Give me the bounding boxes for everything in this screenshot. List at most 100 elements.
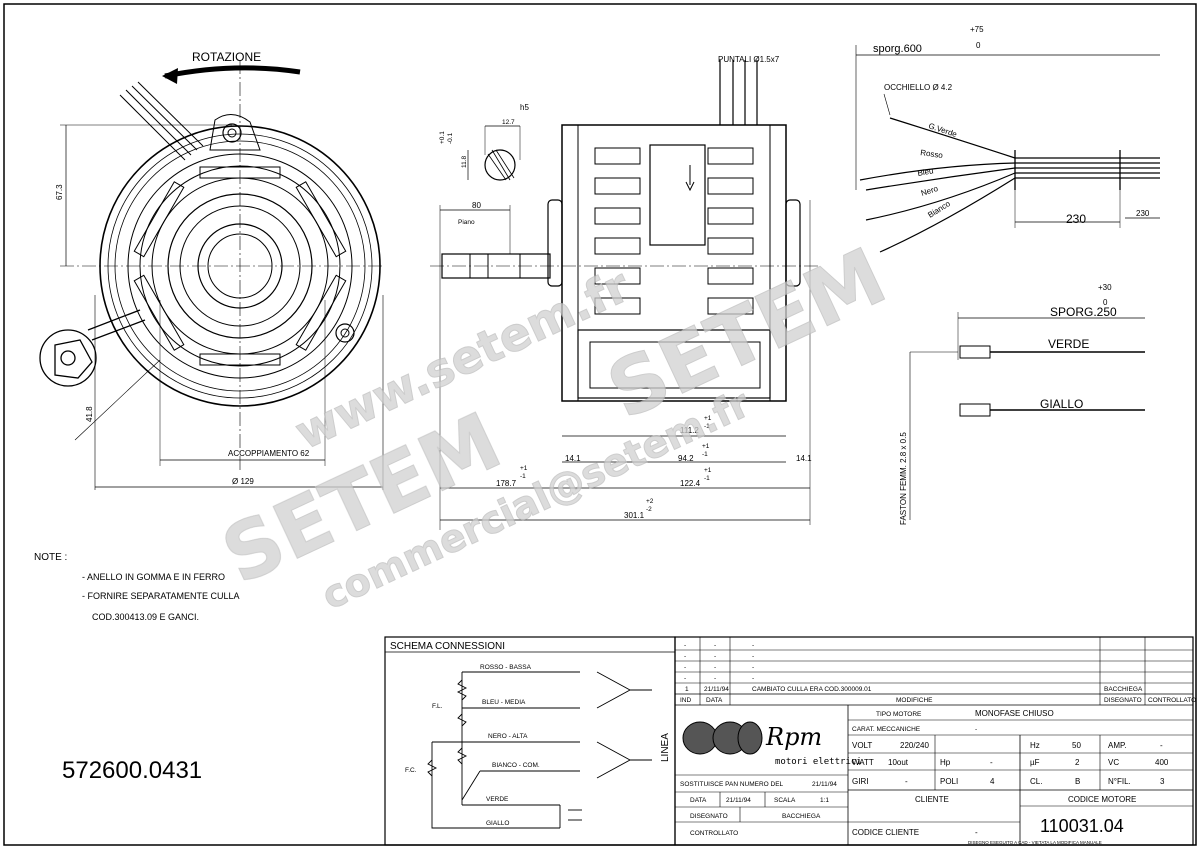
cl-value: B bbox=[1075, 777, 1080, 786]
coupling-label: ACCOPPIAMENTO 62 bbox=[228, 449, 310, 458]
verde-label: VERDE bbox=[1048, 337, 1089, 351]
faston-wires: +30 0 SPORG.250 VERDE GIALLO FASTON FEMM… bbox=[899, 283, 1145, 525]
dim-94-2: 94.2 bbox=[678, 454, 694, 463]
disegnato-value: BACCHIEGA bbox=[782, 813, 821, 820]
amp-value: - bbox=[1160, 741, 1163, 750]
dim-12-7: 12.7 bbox=[502, 119, 515, 126]
scala-label: SCALA bbox=[774, 797, 796, 804]
rev-dash-3: - bbox=[752, 642, 754, 649]
wire-rosso: Rosso bbox=[920, 148, 944, 160]
wire-harness: +75 0 sporg.600 OCCHIELLO Ø 4.2 G.Verde … bbox=[855, 25, 1160, 253]
watt-label: WATT bbox=[852, 758, 874, 767]
sheet-border bbox=[3, 3, 1197, 846]
rev-date: 21/11/94 bbox=[704, 686, 729, 693]
rev-dash-10: - bbox=[684, 675, 686, 682]
dim-67-3: 67.3 bbox=[55, 184, 64, 200]
rev-text: CAMBIATO CULLA ERA COD.300009.01 bbox=[752, 686, 872, 693]
nfil-value: 3 bbox=[1160, 777, 1165, 786]
piano-label: Piano bbox=[458, 219, 475, 226]
footer-note: DISEGNO ESEGUITO A CAD - VIETATA LA MODI… bbox=[968, 840, 1102, 845]
tol-m1-b: -1 bbox=[702, 451, 708, 458]
poli-label: POLI bbox=[940, 777, 958, 786]
rev-dash-9: - bbox=[752, 664, 754, 671]
data-label: DATA bbox=[690, 797, 707, 804]
wire-nero: Nero bbox=[920, 184, 940, 198]
h5-label: h5 bbox=[520, 103, 529, 112]
giallo-label: GIALLO bbox=[1040, 397, 1083, 411]
dim-230-b: 230 bbox=[1136, 209, 1150, 218]
data-value: 21/11/94 bbox=[726, 797, 751, 804]
hz-value: 50 bbox=[1072, 741, 1081, 750]
schema-title: SCHEMA CONNESSIONI bbox=[390, 641, 505, 652]
cliente-label: CLIENTE bbox=[915, 795, 949, 804]
dim-301-1: 301.1 bbox=[624, 511, 645, 520]
front-view: ROTAZIONE 67.3 Ø 129 ACCOPPIAMENTO 62 41… bbox=[39, 50, 385, 490]
schema-verde: VERDE bbox=[486, 796, 509, 803]
zero-b: 0 bbox=[1103, 298, 1108, 307]
vc-label: VC bbox=[1108, 758, 1119, 767]
dim-41-8: 41.8 bbox=[85, 406, 94, 422]
tol-p2: +2 bbox=[646, 498, 654, 505]
giri-value: - bbox=[905, 777, 908, 786]
faston-label: FASTON FEMM. 2.8 x 0.5 bbox=[899, 432, 908, 525]
col-disegnato: DISEGNATO bbox=[1104, 697, 1142, 704]
schema-bleu: BLEU - MEDIA bbox=[482, 699, 526, 706]
notes: NOTE : - ANELLO IN GOMMA E IN FERRO - FO… bbox=[34, 552, 240, 622]
dim-14-1-a: 14.1 bbox=[565, 454, 581, 463]
tol-m2: -2 bbox=[646, 506, 652, 513]
rev-dash-11: - bbox=[714, 675, 716, 682]
sporg250-label: SPORG.250 bbox=[1050, 305, 1117, 319]
codice-motore-value: 110031.04 bbox=[1040, 816, 1124, 836]
sostituisce-date: 21/11/94 bbox=[812, 781, 837, 788]
dim-11-8: 11.8 bbox=[461, 155, 468, 168]
col-modifiche: MODIFICHE bbox=[896, 697, 933, 704]
rev-dash-6: - bbox=[752, 653, 754, 660]
uf-value: 2 bbox=[1075, 758, 1080, 767]
volt-label: VOLT bbox=[852, 741, 872, 750]
giri-label: GIRI bbox=[852, 777, 868, 786]
tol-p1-b: +1 bbox=[702, 443, 710, 450]
rev-dash-5: - bbox=[714, 653, 716, 660]
carat-value: - bbox=[975, 726, 977, 733]
rpm-logo: Rpm motori elettrici bbox=[682, 721, 862, 767]
schema-giallo: GIALLO bbox=[486, 820, 509, 827]
tipo-motore-value: MONOFASE CHIUSO bbox=[975, 709, 1054, 718]
rev-dash-8: - bbox=[714, 664, 716, 671]
schema-fc: F.C. bbox=[405, 767, 417, 774]
rev-by: BACCHIEGA bbox=[1104, 686, 1143, 693]
col-ind: IND bbox=[680, 697, 692, 704]
cl-label: CL. bbox=[1030, 777, 1042, 786]
watt-value: 10out bbox=[888, 758, 909, 767]
tol-pos: +0.1 bbox=[439, 131, 446, 144]
zero-a: 0 bbox=[976, 41, 981, 50]
wiring-schema: SCHEMA CONNESSIONI ROSSO - BASSA BLEU - … bbox=[384, 636, 676, 846]
dim-111-2: 111.2 bbox=[680, 426, 699, 435]
volt-value: 220/240 bbox=[900, 741, 929, 750]
vc-value: 400 bbox=[1155, 758, 1169, 767]
dim-129: Ø 129 bbox=[232, 477, 254, 486]
col-data: DATA bbox=[706, 697, 723, 704]
logo-sub: motori elettrici bbox=[775, 757, 862, 767]
schema-bianco: BIANCO - COM. bbox=[492, 762, 540, 769]
amp-label: AMP. bbox=[1108, 741, 1127, 750]
plus75: +75 bbox=[970, 25, 984, 34]
dim-230-a: 230 bbox=[1066, 212, 1086, 226]
nfil-label: N°FIL. bbox=[1108, 777, 1131, 786]
sporg600-label: sporg.600 bbox=[873, 43, 922, 55]
note-line1: - ANELLO IN GOMMA E IN FERRO bbox=[82, 572, 225, 582]
codice-cliente-label: CODICE CLIENTE bbox=[852, 828, 919, 837]
hp-label: Hp bbox=[940, 758, 951, 767]
tol-m1-d: -1 bbox=[704, 475, 710, 482]
wire-bleu: Bleu bbox=[917, 166, 934, 178]
tipo-motore-label: TIPO MOTORE bbox=[876, 711, 922, 718]
rev-index: 1 bbox=[685, 686, 689, 693]
scala-value: 1:1 bbox=[820, 797, 829, 804]
tol-p1-d: +1 bbox=[704, 467, 712, 474]
tol-m1-a: -1 bbox=[704, 423, 710, 430]
rev-dash-1: - bbox=[684, 642, 686, 649]
dim-122-4: 122.4 bbox=[680, 479, 701, 488]
rev-dash-4: - bbox=[684, 653, 686, 660]
wire-bianco: Bianco bbox=[926, 199, 952, 220]
dim-14-1-b: 14.1 bbox=[796, 454, 812, 463]
codice-motore-label: CODICE MOTORE bbox=[1068, 795, 1136, 804]
